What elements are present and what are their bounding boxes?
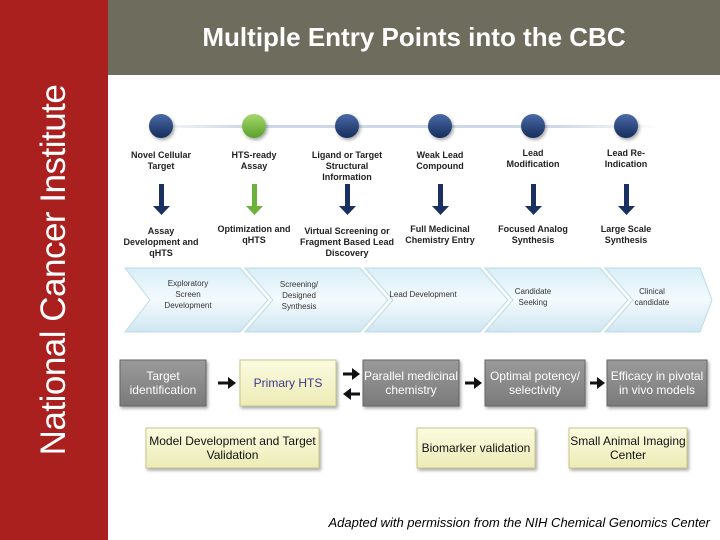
biomarker-box-shape	[416, 427, 536, 469]
stage-chevron-5	[603, 267, 713, 333]
arrow-head-efficacy	[597, 377, 605, 389]
entry-bottom-label-5: Focused Analog Synthesis	[498, 224, 568, 245]
model-dev-box-shape	[145, 427, 320, 469]
stage-chevron-3	[363, 267, 509, 333]
entry-bottom-label-6: Large Scale Synthesis	[600, 224, 652, 245]
entry-top-label-2: HTS-ready Assay	[231, 150, 277, 171]
down-arrow-5	[525, 184, 542, 215]
node-ligand-target	[335, 114, 359, 138]
stage-label-2: Screening/ Designed Synthesis	[279, 280, 319, 311]
optimal-potency-box-shape	[484, 359, 586, 407]
arrow-head-parallel-right	[352, 368, 360, 380]
entry-top-label-6: Lead Re-Indication	[604, 148, 648, 169]
page-title: Multiple Entry Points into the CBC	[202, 22, 626, 52]
entry-bottom-label-1: Assay Development and qHTS	[123, 226, 199, 258]
stage-label-1: Exploratory Screen Development	[164, 279, 212, 310]
target-id-box-shape	[119, 359, 207, 407]
imaging-box-shape	[568, 427, 688, 469]
stage-label-3: Lead Development	[389, 290, 457, 299]
header-bar: Multiple Entry Points into the CBC	[108, 0, 720, 75]
target-identification-box: Target identification	[129, 369, 197, 397]
stage-chevron-2	[243, 267, 389, 333]
stage-label-4: Candidate Seeking	[514, 287, 552, 307]
sidebar: National Cancer Institute	[0, 0, 108, 540]
arrow-head-optimal	[474, 377, 482, 389]
parallel-chemistry-box: Parallel medicinal chemistry	[363, 369, 459, 397]
down-arrow-4	[432, 184, 449, 215]
arrow-head-primary-hts	[228, 377, 236, 389]
imaging-box: Small Animal Imaging Center	[570, 434, 686, 462]
stage-label-5: Clinical candidate	[634, 287, 670, 307]
down-arrow-2	[246, 184, 263, 215]
efficacy-box: Efficacy in pivotal in vivo models	[610, 369, 704, 397]
node-lead-modification	[521, 114, 545, 138]
entry-bottom-label-2: Optimization and qHTS	[217, 224, 291, 245]
down-arrow-1	[153, 184, 170, 215]
biomarker-box: Biomarker validation	[421, 441, 531, 455]
entry-top-label-1: Novel Cellular Target	[130, 150, 192, 171]
node-hts-ready	[242, 114, 266, 138]
parallel-chem-box-shape	[362, 359, 460, 407]
entry-bottom-label-4: Full Medicinal Chemistry Entry	[405, 224, 475, 245]
timeline-line	[140, 125, 660, 128]
node-lead-reindication	[614, 114, 638, 138]
down-arrow-3	[339, 184, 356, 215]
entry-top-label-5: Lead Modification	[506, 148, 560, 169]
stage-chevron-4	[483, 267, 629, 333]
primary-hts-box-shape	[239, 359, 337, 407]
primary-hts-box: Primary HTS	[253, 376, 323, 390]
down-arrow-6	[618, 184, 635, 215]
entry-bottom-label-3: Virtual Screening or Fragment Based Lead…	[299, 226, 395, 258]
entry-top-label-3: Ligand or Target Structural Information	[311, 150, 383, 182]
arrow-head-hts-left	[343, 388, 351, 400]
stage-chevron-1	[123, 267, 269, 333]
model-development-box: Model Development and Target Validation	[149, 434, 316, 462]
node-novel-target	[149, 114, 173, 138]
entry-top-label-4: Weak Lead Compound	[416, 150, 464, 171]
credit-note: Adapted with permission from the NIH Che…	[328, 515, 710, 530]
node-weak-lead	[428, 114, 452, 138]
optimal-potency-box: Optimal potency/ selectivity	[489, 369, 581, 397]
efficacy-box-shape	[606, 359, 708, 407]
